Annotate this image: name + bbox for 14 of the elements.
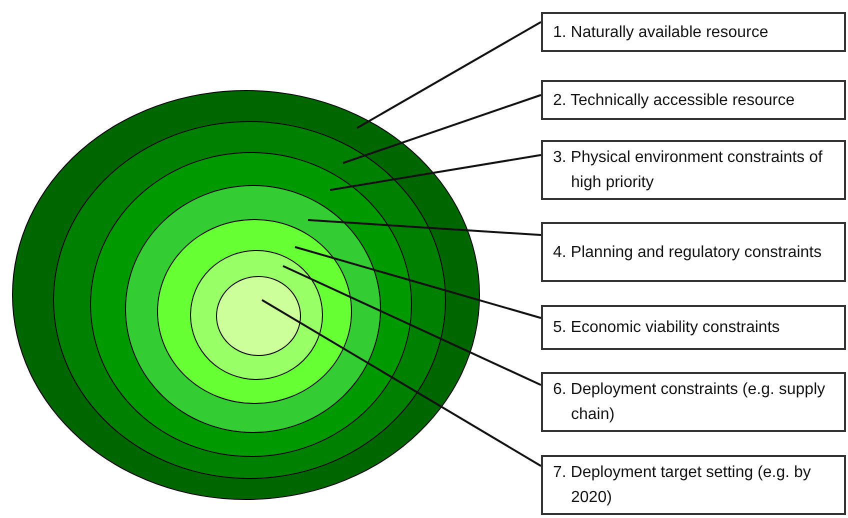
- leader-line: [308, 219, 542, 236]
- label-box: 6. Deployment constraints (e.g. supply chain): [541, 372, 846, 432]
- label-box: 7. Deployment target setting (e.g. by 2020): [541, 455, 846, 515]
- label-box: 5. Economic viability constraints: [541, 305, 846, 350]
- leader-line: [294, 246, 542, 319]
- label-box: 4. Planning and regulatory constraints: [541, 222, 846, 282]
- label-box: 1. Naturally available resource: [541, 12, 846, 52]
- leader-line: [356, 21, 542, 129]
- label-box: 2. Technically accessible resource: [541, 80, 846, 120]
- leader-line: [342, 94, 542, 164]
- label-box: 3. Physical environment constraints of high priority: [541, 140, 846, 200]
- leader-line: [261, 299, 542, 467]
- leader-line: [282, 265, 542, 386]
- leader-line: [330, 154, 542, 191]
